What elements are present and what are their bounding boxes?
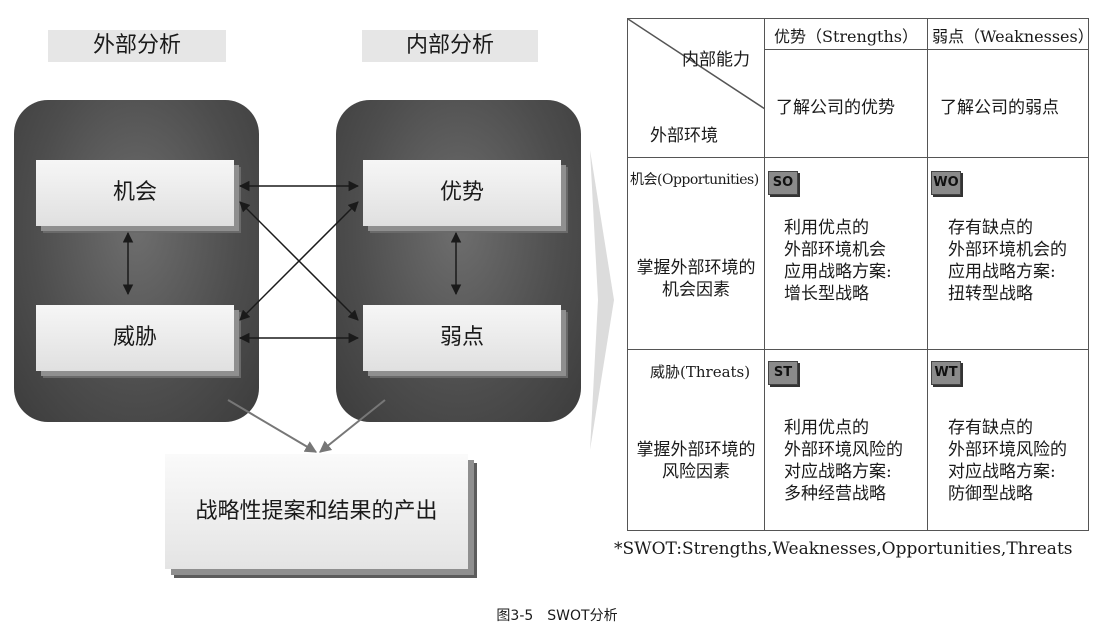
- strengths-description: 了解公司的优势: [776, 98, 895, 118]
- corner-internal-label: 内部能力: [682, 50, 750, 70]
- row-header-threats: 威胁(Threats): [650, 363, 751, 381]
- swot-footnote: *SWOT:Strengths,Weaknesses,Opportunities…: [614, 539, 1073, 559]
- swot-table: 内部能力 外部环境 优势（Strengths） 弱点（Weaknesses） 了…: [627, 18, 1094, 531]
- opportunity-box: 机会: [36, 160, 234, 226]
- external-to-result-arrow: [227, 399, 318, 453]
- external-analysis-header: 外部分析: [48, 30, 226, 62]
- corner-external-label: 外部环境: [650, 126, 718, 146]
- strategy-result-box: 战略性提案和结果的产出: [165, 454, 468, 569]
- table-col-divider: [764, 19, 765, 530]
- header-underline: [764, 49, 1088, 50]
- col-header-strengths: 优势（Strengths）: [774, 27, 919, 46]
- opportunities-description: 掌握外部环境的 机会因素: [636, 258, 756, 300]
- wo-strategy-text: 存有缺点的 外部环境机会的 应用战略方案: 扭转型战略: [948, 218, 1067, 304]
- internal-analysis-header: 内部分析: [362, 30, 538, 62]
- internal-to-result-arrow: [319, 399, 386, 453]
- row-header-opportunities: 机会(Opportunities): [630, 172, 759, 188]
- table-row-divider: [628, 157, 1088, 158]
- strength-box: 优势: [363, 160, 561, 226]
- corner-diagonal-line: [628, 19, 765, 110]
- wt-tag: WT: [931, 361, 961, 385]
- table-col-divider: [927, 19, 928, 530]
- threat-box: 威胁: [36, 305, 234, 371]
- st-tag: ST: [768, 361, 798, 385]
- figure-caption: 图3-5 SWOT分析: [496, 608, 618, 624]
- weaknesses-description: 了解公司的弱点: [940, 98, 1059, 118]
- col-header-weaknesses: 弱点（Weaknesses）: [932, 27, 1094, 46]
- so-strategy-text: 利用优点的 外部环境机会 应用战略方案: 增长型战略: [784, 218, 892, 304]
- st-strategy-text: 利用优点的 外部环境风险的 对应战略方案: 多种经营战略: [784, 418, 903, 504]
- threats-description: 掌握外部环境的 风险因素: [636, 440, 756, 482]
- connector-arrows: [122, 180, 462, 453]
- weakness-box: 弱点: [363, 305, 561, 371]
- wt-strategy-text: 存有缺点的 外部环境风险的 对应战略方案: 防御型战略: [948, 418, 1067, 504]
- table-row-divider: [628, 349, 1088, 350]
- wo-tag: WO: [931, 171, 961, 195]
- threat-strength-arrow: [239, 201, 359, 321]
- chevron-arrow-icon: [590, 150, 614, 450]
- so-tag: SO: [768, 171, 798, 195]
